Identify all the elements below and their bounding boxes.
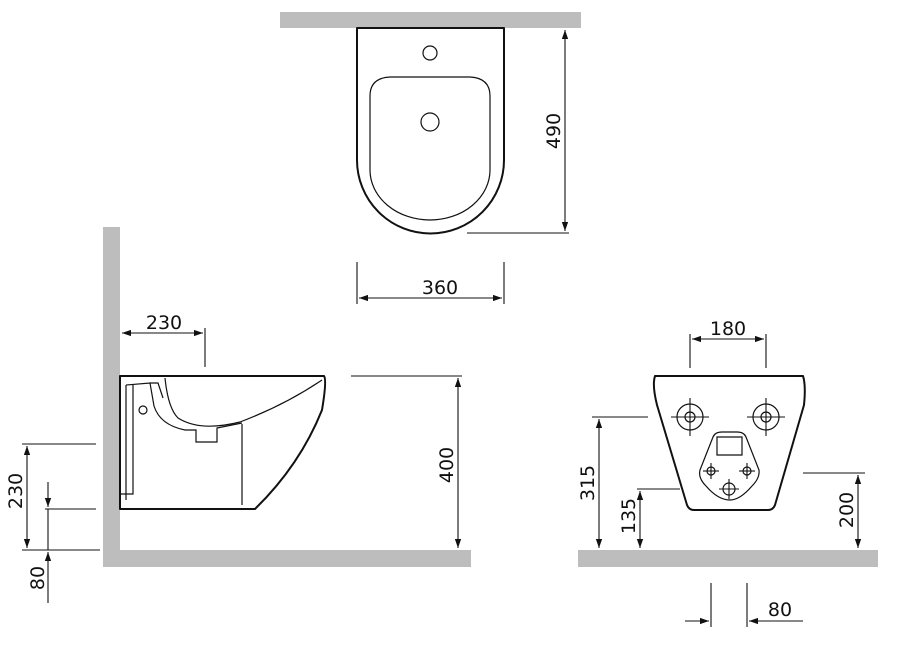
side-floor	[103, 550, 471, 567]
side-wall-vertical	[103, 227, 120, 567]
side-offset-label: 230	[146, 312, 182, 334]
side-internal-back	[120, 382, 164, 495]
top-depth-label: 490	[543, 113, 565, 149]
side-internal-channel	[125, 382, 243, 500]
drain-hole	[420, 112, 440, 132]
side-height-label: 400	[436, 447, 458, 483]
front-outlet-height-label: 135	[618, 498, 640, 534]
side-view: 230 400 230 80	[5, 227, 471, 603]
connection-recess	[699, 431, 760, 501]
side-inlet-hole	[138, 405, 148, 415]
side-inlet-label: 230	[5, 473, 27, 509]
top-view: 490 360	[280, 12, 581, 304]
side-bowl-curve	[164, 377, 323, 427]
connection-recess-inner	[716, 436, 743, 456]
front-outlet-spacing-label: 80	[768, 599, 792, 621]
top-wall	[280, 12, 581, 28]
top-width-label: 360	[422, 277, 458, 299]
bidet-top-bowl	[369, 76, 491, 221]
front-view: 180 315 135 200 80	[577, 318, 878, 627]
front-inlet-height-label: 200	[836, 492, 858, 528]
front-bolt-height-label: 315	[577, 465, 599, 501]
bidet-back-outline	[652, 375, 806, 511]
front-bolt-spacing-label: 180	[710, 318, 746, 340]
tap-hole	[422, 45, 438, 61]
side-outlet-label: 80	[27, 566, 49, 590]
bidet-side-outline	[119, 375, 327, 510]
front-floor	[578, 550, 878, 567]
